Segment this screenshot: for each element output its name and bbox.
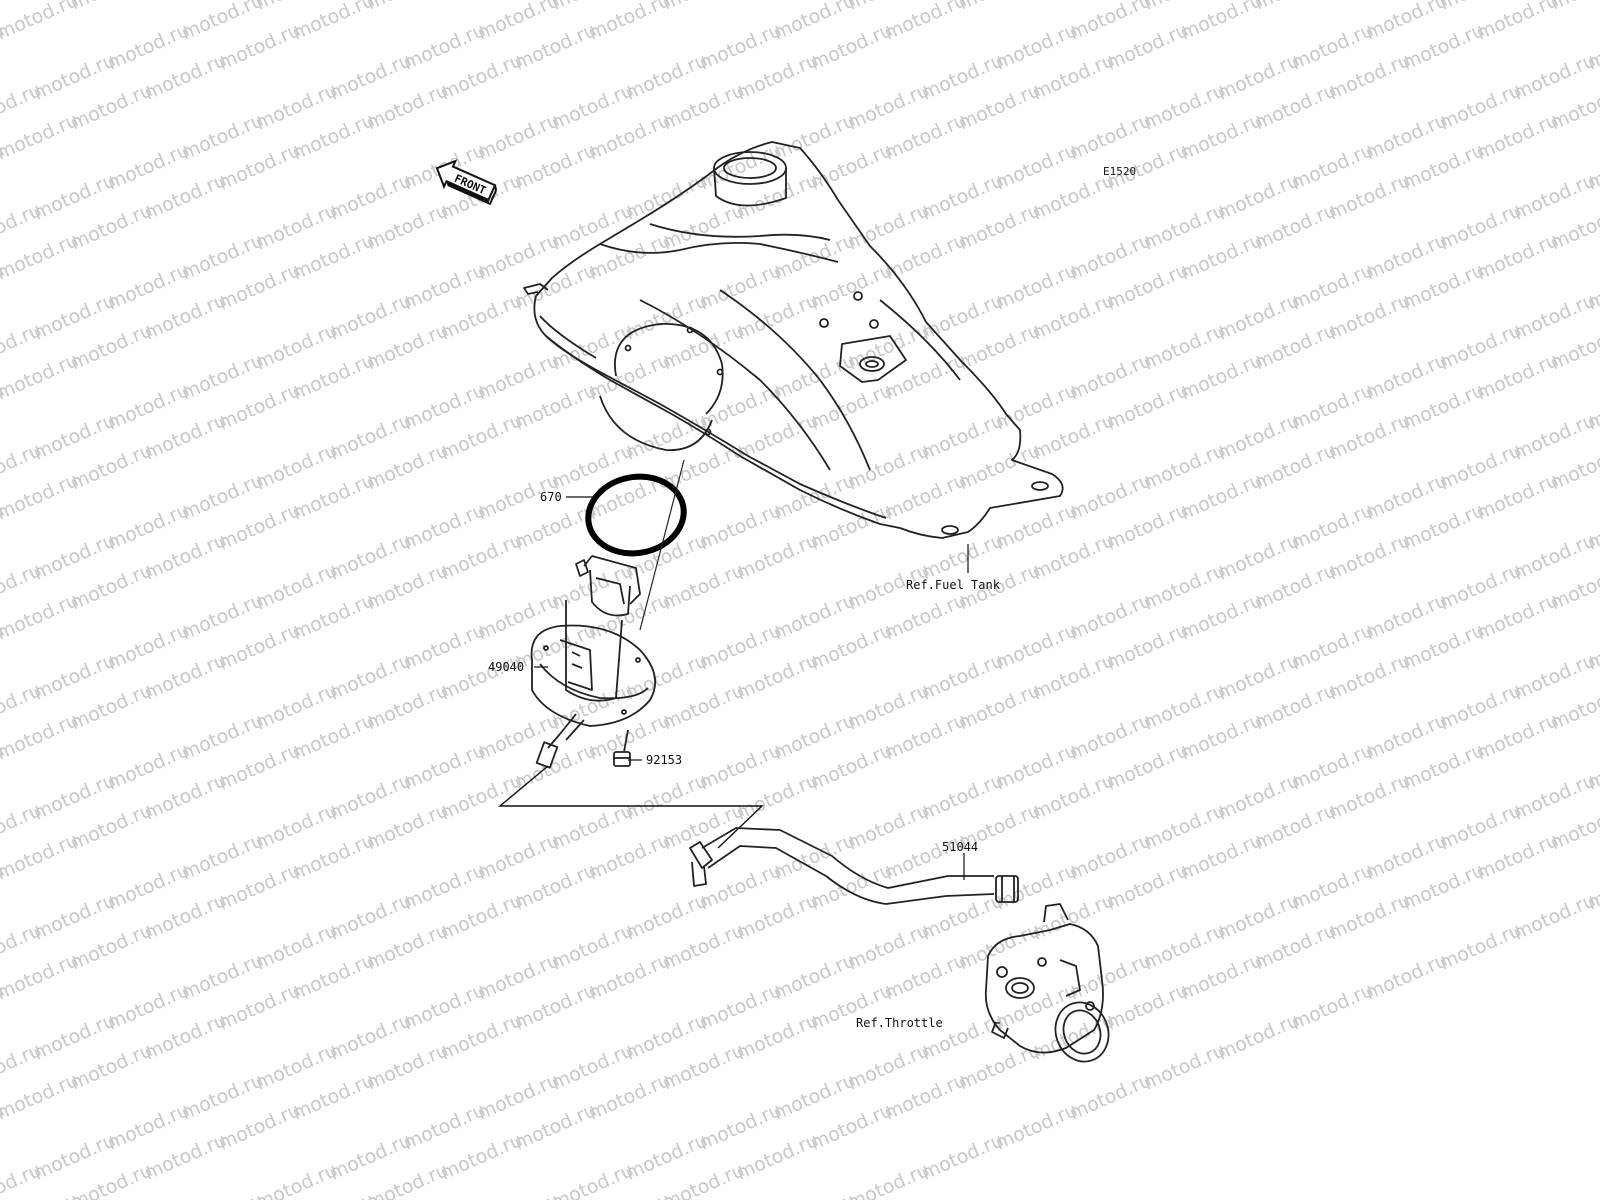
callout-670: 670	[540, 490, 562, 504]
bolt-drawing	[613, 729, 631, 767]
watermark-text: motod.ru	[289, 0, 378, 45]
watermark-text: motod.ru	[1177, 0, 1266, 45]
fuel-hose-drawing	[689, 827, 1019, 905]
diagram-code: E1520	[1103, 165, 1137, 178]
leader-lines	[534, 496, 1000, 1024]
throttle-body-drawing	[984, 903, 1110, 1063]
callout-ref-fuel-tank: Ref.Fuel Tank	[906, 578, 1000, 592]
callout-92153: 92153	[646, 753, 683, 767]
watermark-text: motod.ru	[0, 0, 82, 45]
callout-51044: 51044	[942, 840, 979, 854]
watermark-text: motod.ru	[659, 0, 748, 15]
callout-49040: 49040	[488, 660, 525, 674]
watermark-text: motod.ru	[1251, 0, 1340, 15]
watermark-text: motod.ru	[955, 0, 1044, 15]
watermark-text: motod.ru	[881, 0, 970, 45]
watermark-text: motod.ru	[1547, 0, 1600, 15]
callout-ref-throttle: Ref.Throttle	[856, 1016, 943, 1030]
watermark-text: motod.ru	[363, 0, 452, 15]
front-arrow-icon: FRONT	[435, 159, 498, 206]
watermark-text: motod.ru	[1473, 0, 1562, 45]
fuel-pump-drawing	[530, 459, 685, 769]
watermark-text: motod.ru	[67, 0, 156, 15]
fuel-tank-drawing	[523, 141, 1064, 539]
watermark-text: motod.ru	[585, 0, 674, 45]
connection-line	[498, 765, 764, 849]
o-ring-drawing	[585, 473, 687, 557]
